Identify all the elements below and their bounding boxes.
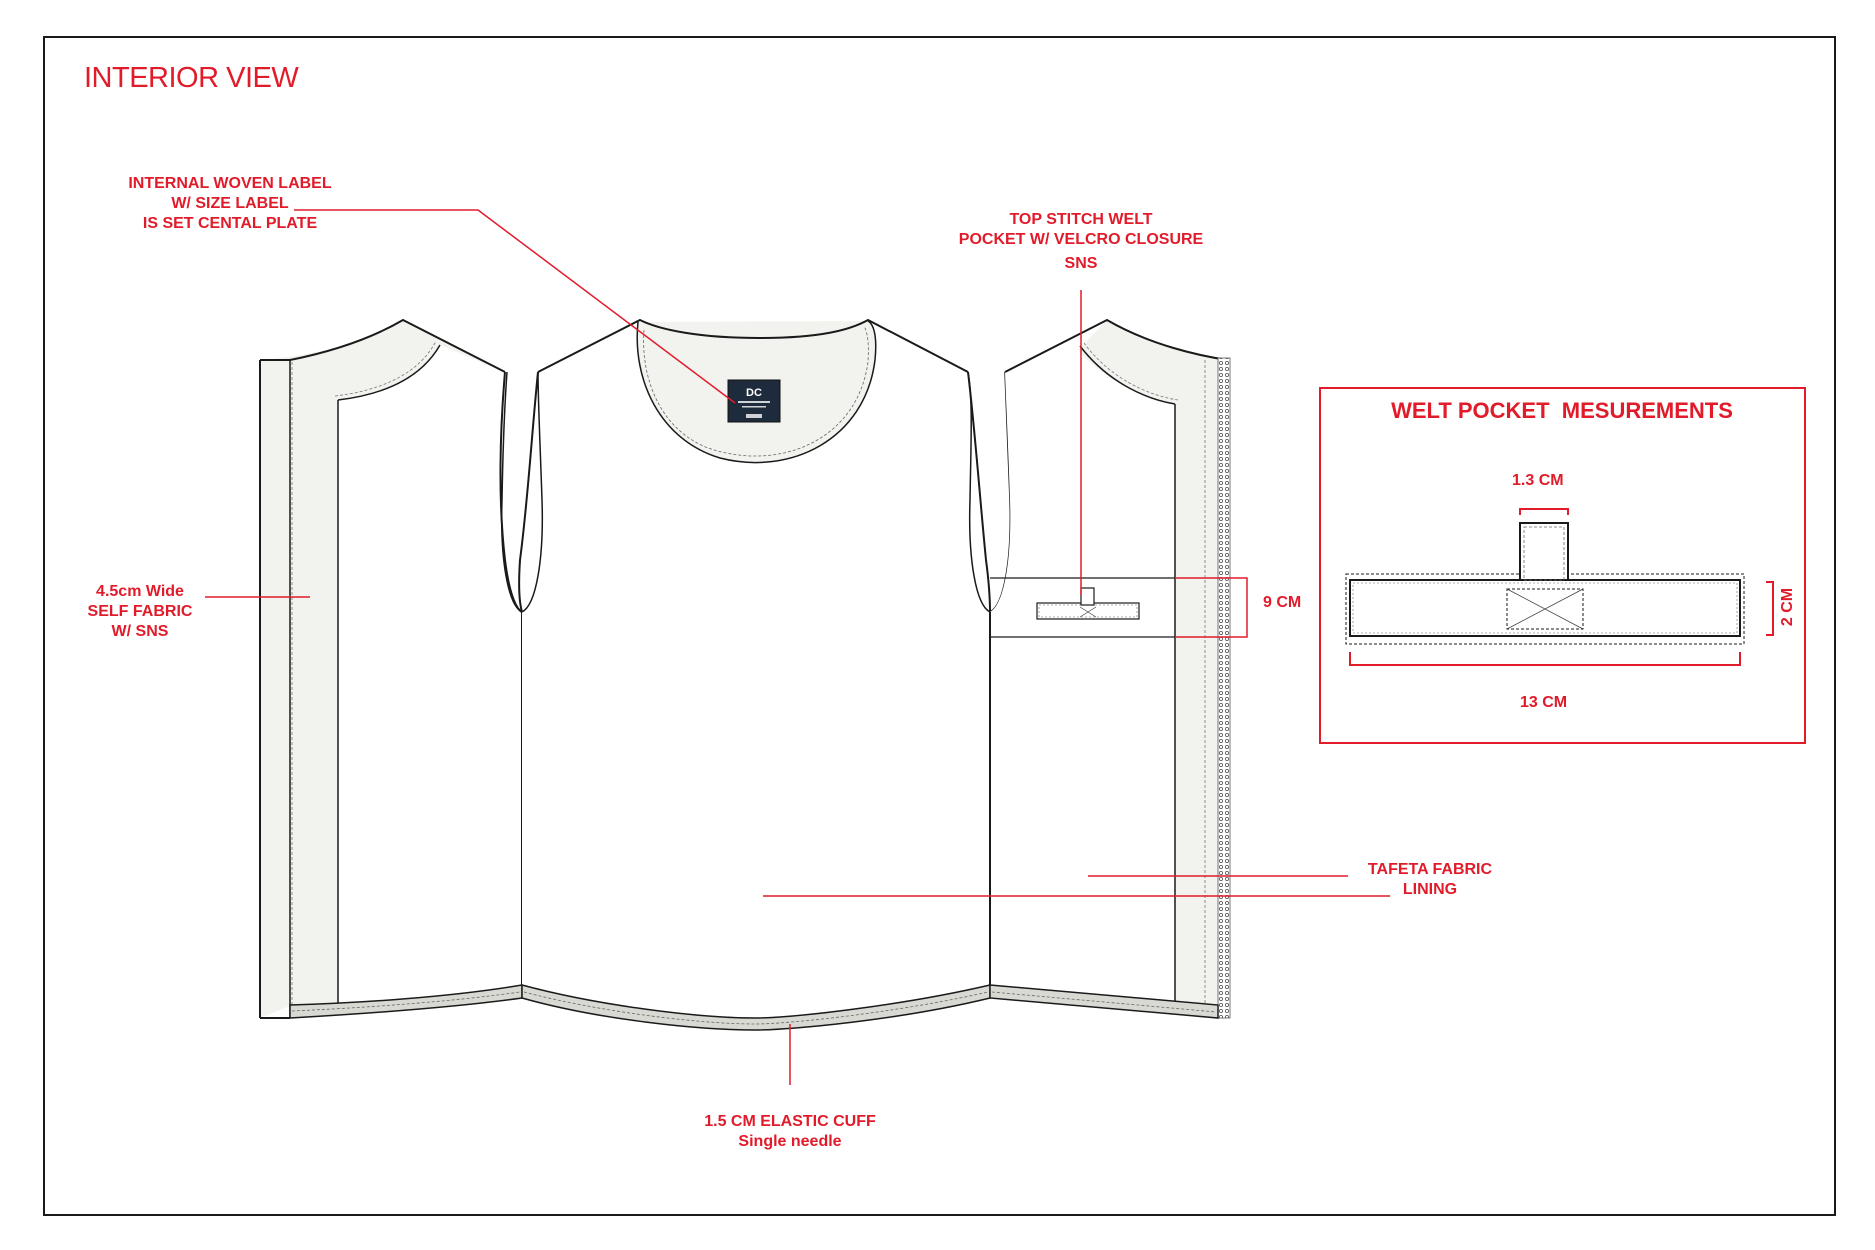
leader-lines [205,209,1390,1085]
left-front-panel [259,318,523,1019]
page-title: INTERIOR VIEW [84,62,299,94]
tab-width-dimension: 1.3 CM [1512,472,1564,489]
self-fabric-callout: 4.5cm Wide SELF FABRIC W/ SNS [60,582,220,642]
welt-pocket-title: WELT POCKET MESUREMENTS [1391,398,1733,423]
welt-pocket-detail [1319,387,1806,744]
svg-text:DC: DC [746,387,762,399]
sheet-frame [43,36,1836,1216]
back-panel: DC [500,318,1012,1031]
elastic-cuff-line2: Single needle [738,1133,842,1150]
woven-label-line1: INTERNAL WOVEN LABEL [128,175,332,192]
woven-label-line2: W/ SIZE LABEL [171,195,289,212]
welt-pocket-line3: SNS [1064,255,1098,272]
tafeta-callout: TAFETA FABRIC LINING [1340,860,1520,900]
right-front-panel [989,318,1231,1019]
woven-label-callout: INTERNAL WOVEN LABEL W/ SIZE LABEL IS SE… [100,174,360,234]
pocket-length-dimension: 13 CM [1520,694,1568,711]
tafeta-line1: TAFETA FABRIC [1367,861,1493,878]
pocket-height-dimension: 9 CM [1263,594,1302,611]
elastic-cuff-callout: 1.5 CM ELASTIC CUFF Single needle [660,1112,920,1152]
self-fabric-line3: W/ SNS [111,623,169,640]
woven-label-line3: IS SET CENTAL PLATE [142,215,318,232]
welt-pocket-line1: TOP STITCH WELT [1009,211,1153,228]
self-fabric-line1: 4.5cm Wide [96,583,184,600]
tafeta-line2: LINING [1402,881,1458,898]
elastic-cuff-line1: 1.5 CM ELASTIC CUFF [704,1113,876,1130]
self-fabric-line2: SELF FABRIC [87,603,193,620]
woven-brand-label-icon: DC [727,379,781,423]
pocket-height-detail-dimension: 2 CM [1779,587,1796,627]
welt-pocket-callout: TOP STITCH WELT POCKET W/ VELCRO CLOSURE… [946,210,1216,274]
welt-pocket-line2: POCKET W/ VELCRO CLOSURE [958,231,1204,248]
